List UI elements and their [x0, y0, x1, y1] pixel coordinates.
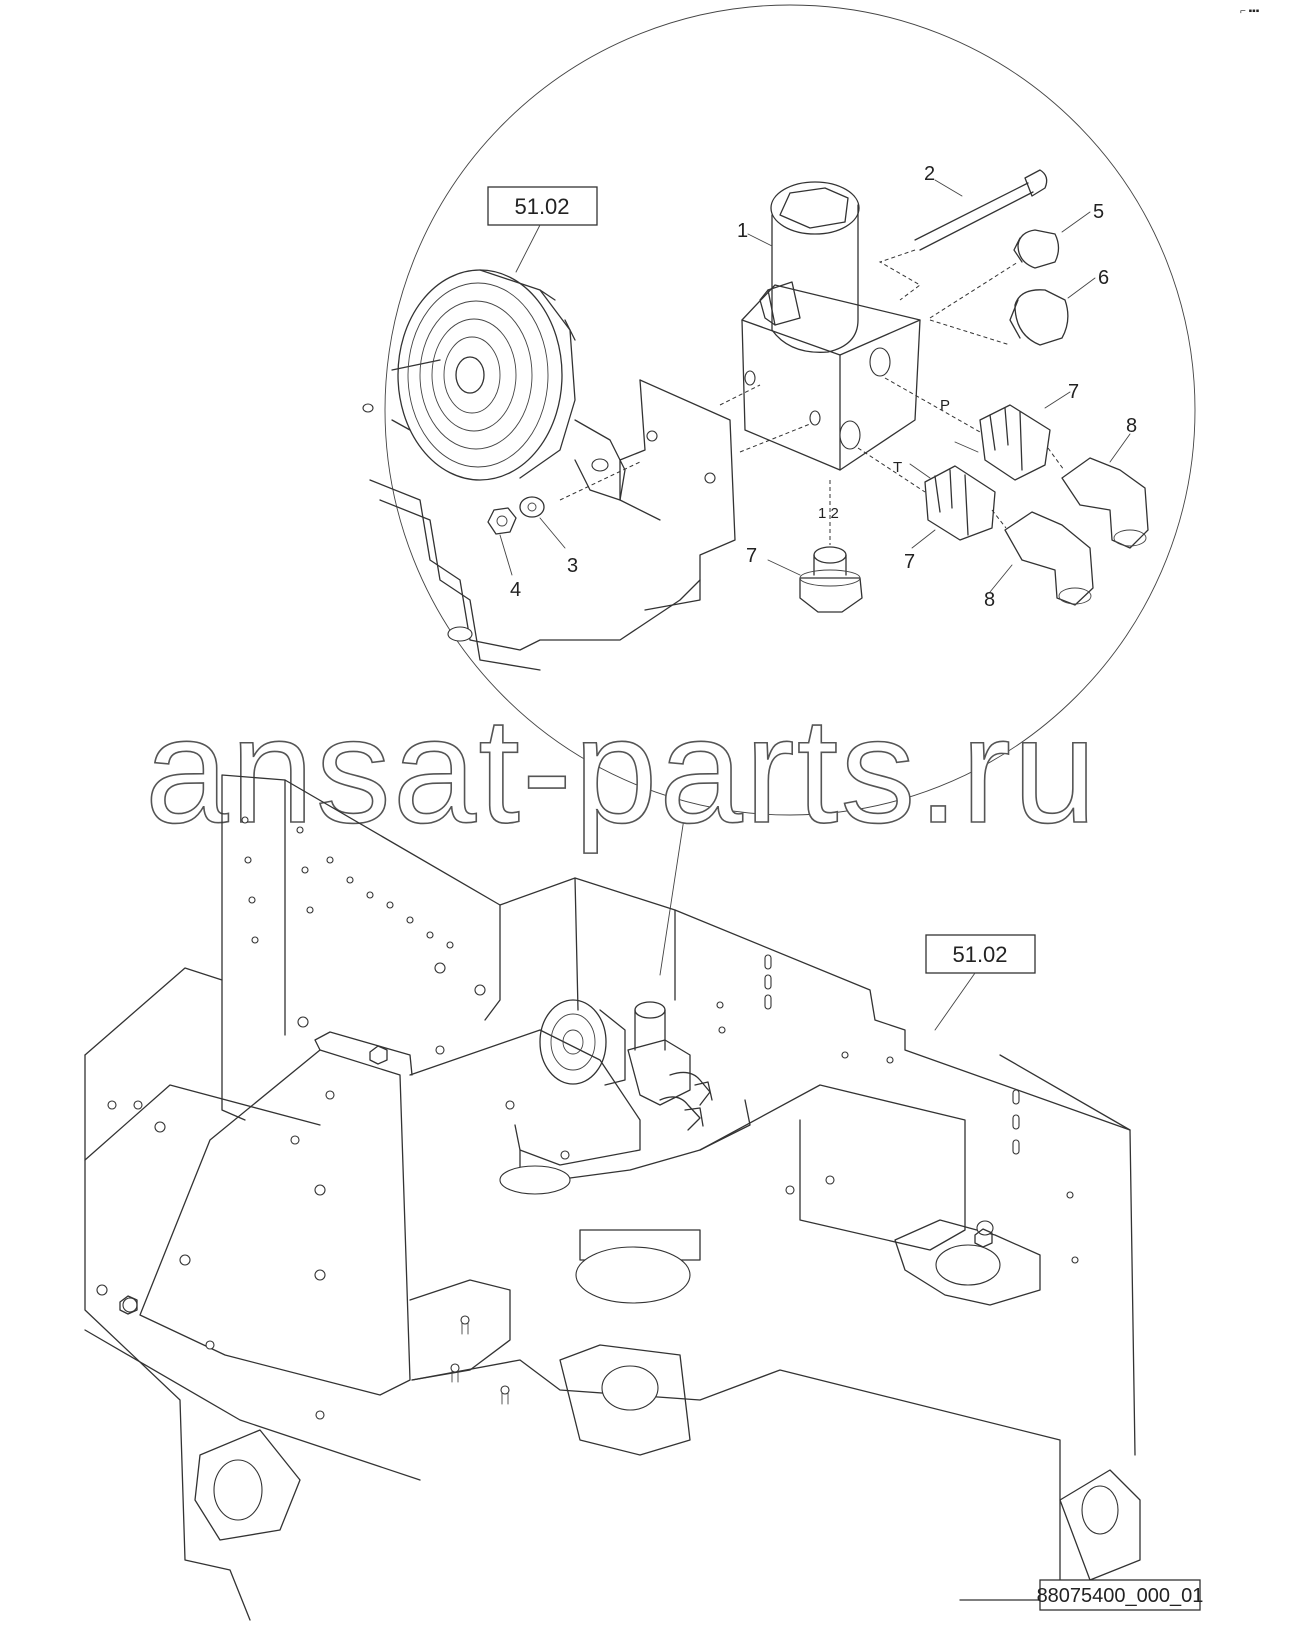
- callout-1: 1: [737, 220, 748, 242]
- callout-7-p: 7: [1068, 381, 1079, 403]
- reference-box-bottom: 51.02: [925, 934, 1036, 1031]
- long-bolt: [878, 169, 1048, 301]
- port-label-t: T: [893, 459, 902, 476]
- nut: [487, 507, 517, 535]
- callout-7-t: 7: [904, 551, 915, 573]
- fitting-bottom: [799, 480, 863, 613]
- callout-5: 5: [1093, 201, 1104, 223]
- fitting-t: [857, 447, 996, 541]
- keyhole-slots: [450, 1315, 510, 1405]
- callout-2: 2: [924, 163, 935, 185]
- elbow-lower: [991, 509, 1094, 606]
- detail-view: 51.02 1 2 5 6 7 8 7 8 7 3 4: [362, 4, 1196, 976]
- figure-id: 88075400_000_01: [1037, 1585, 1204, 1607]
- plug-large: [929, 289, 1069, 346]
- reference-box-top: 51.02: [487, 186, 598, 273]
- detail-leader: [659, 811, 686, 976]
- elbow-upper: [1047, 447, 1149, 549]
- callout-8-lower: 8: [984, 589, 995, 611]
- plate-holes: [241, 816, 486, 1028]
- fitting-p: [884, 377, 1051, 481]
- figure-id-box: 88075400_000_01: [1037, 1579, 1204, 1611]
- callout-8-upper: 8: [1126, 415, 1137, 437]
- valve-installed: [627, 1001, 713, 1131]
- detail-circle: [384, 4, 1196, 816]
- callout-7-bottom: 7: [746, 545, 757, 567]
- callout-6: 6: [1098, 267, 1109, 289]
- callout-4: 4: [510, 579, 521, 601]
- horn-installed: [539, 999, 626, 1086]
- port-label-p: P: [940, 397, 950, 414]
- panel-holes: [96, 1045, 570, 1420]
- reference-label-bottom: 51.02: [952, 942, 1007, 967]
- wall-slots: [716, 954, 1079, 1264]
- mounting-bracket: [559, 379, 821, 611]
- bolts: [119, 1045, 993, 1315]
- port-label-12: 1 2: [818, 505, 839, 522]
- solenoid-valve: [741, 181, 921, 471]
- horn: [397, 269, 626, 501]
- reference-label-top: 51.02: [514, 194, 569, 219]
- leader-lines: [499, 179, 1131, 593]
- plug-small: [929, 229, 1060, 319]
- frame-assembly: 51.02: [84, 774, 1141, 1621]
- washer: [519, 496, 545, 518]
- detail-frame-fragment: [362, 359, 701, 671]
- corner-mark: ⌐ ▪▪▪: [1240, 6, 1260, 17]
- watermark: ansat-parts.ru: [145, 686, 1098, 854]
- callout-3: 3: [567, 555, 578, 577]
